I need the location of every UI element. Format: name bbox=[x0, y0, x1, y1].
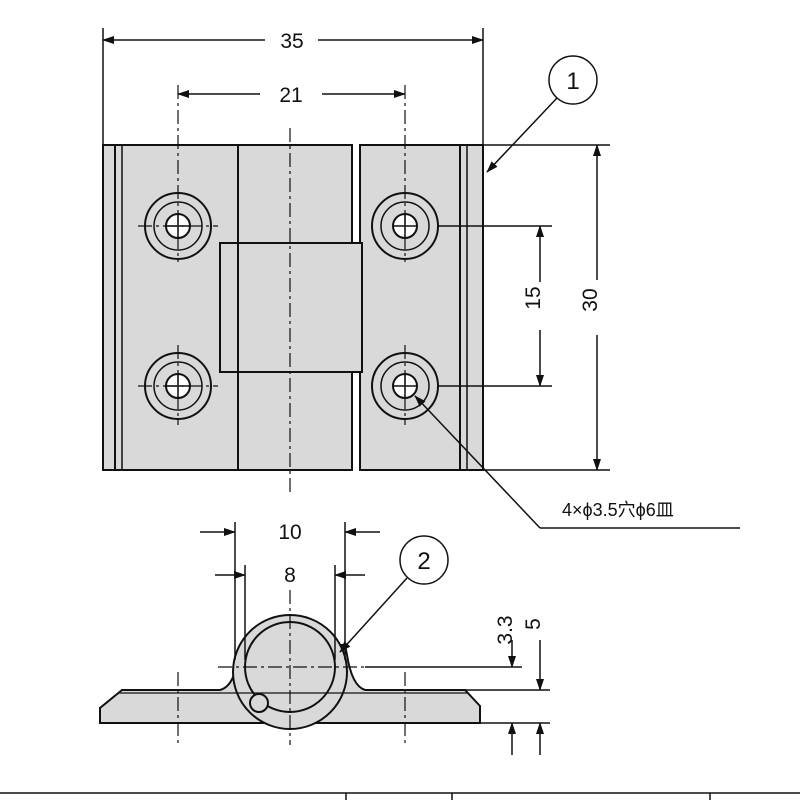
callout-1-label: 1 bbox=[566, 68, 579, 95]
dim-knuckle-diameter: 10 bbox=[278, 521, 301, 544]
front-view bbox=[102, 144, 484, 471]
inner-h-section bbox=[219, 242, 363, 373]
side-dimension-lines bbox=[200, 522, 550, 755]
front-dimension-lines bbox=[102, 28, 610, 471]
hole-crosses bbox=[166, 214, 417, 398]
dim-overall-width: 35 bbox=[280, 30, 303, 53]
dim-hole-spacing-horizontal: 21 bbox=[279, 84, 302, 107]
dim-leaf-height: 5 bbox=[522, 618, 545, 630]
right-leaf bbox=[359, 144, 484, 471]
hole-spec-leader bbox=[414, 395, 740, 529]
knuckle-bump bbox=[249, 693, 269, 713]
callout-2-label: 2 bbox=[417, 548, 430, 575]
table-border-fragment bbox=[0, 792, 800, 800]
callout-2: 2 bbox=[339, 535, 449, 653]
callout-1: 1 bbox=[486, 55, 598, 173]
center-lines bbox=[138, 85, 406, 492]
hole-spec-note: 4×ϕ3.5穴ϕ6皿 bbox=[562, 500, 674, 520]
dim-hole-spacing-vertical: 15 bbox=[522, 286, 545, 309]
dim-pin-diameter: 8 bbox=[284, 564, 296, 587]
side-center-lines bbox=[177, 590, 406, 745]
dim-overall-height: 30 bbox=[579, 288, 602, 311]
dim-pin-center-height: 3.3 bbox=[494, 615, 517, 644]
